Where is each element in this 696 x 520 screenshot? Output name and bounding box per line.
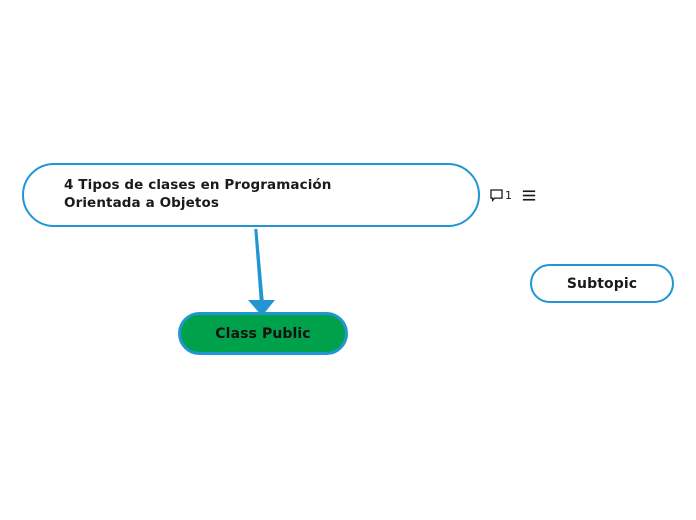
- root-node-markers: 1: [490, 185, 538, 205]
- comment-count: 1: [505, 188, 512, 202]
- node-class-public[interactable]: Class Public: [178, 312, 348, 355]
- comment-icon[interactable]: [490, 188, 503, 202]
- node-subtopic-label: Subtopic: [566, 275, 638, 292]
- connector-root-to-class-public: [248, 229, 275, 316]
- root-topic-label: 4 Tipos de clases en Programación Orient…: [64, 177, 332, 211]
- node-class-public-label: Class Public: [215, 325, 311, 342]
- root-topic-node[interactable]: 4 Tipos de clases en Programación Orient…: [22, 163, 480, 227]
- notes-icon[interactable]: [522, 189, 536, 202]
- notes-marker[interactable]: [522, 189, 538, 202]
- comment-marker[interactable]: 1: [490, 189, 512, 202]
- node-subtopic[interactable]: Subtopic: [530, 264, 674, 303]
